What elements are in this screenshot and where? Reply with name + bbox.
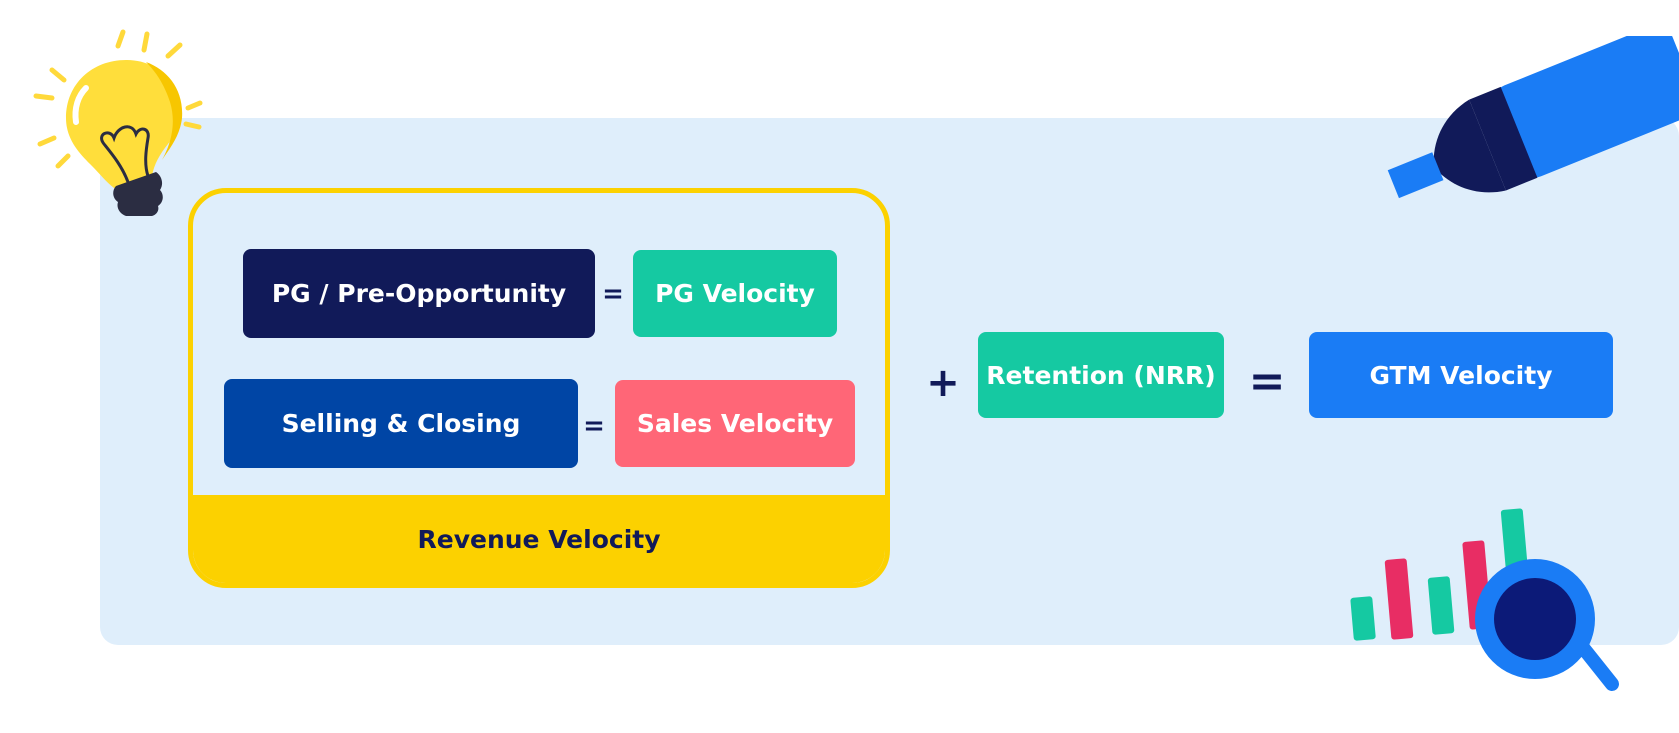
sales-velocity-box: Sales Velocity: [615, 380, 855, 467]
pg-pre-opportunity-box: PG / Pre-Opportunity: [243, 249, 595, 338]
plus-sign: +: [926, 360, 960, 406]
selling-closing-box: Selling & Closing: [224, 379, 578, 468]
lightbulb-icon: [33, 29, 203, 216]
highlighter-marker-icon: [1387, 36, 1679, 199]
pg-velocity-box: PG Velocity: [633, 250, 837, 337]
revenue-velocity-frame: Revenue Velocity: [188, 188, 890, 588]
gtm-velocity-box: GTM Velocity: [1309, 332, 1613, 418]
magnifier-bar-chart-icon: [1350, 508, 1619, 691]
revenue-velocity-label: Revenue Velocity: [193, 495, 885, 583]
equals-sign-row2: =: [583, 411, 605, 441]
equals-sign-total: =: [1248, 355, 1286, 407]
equals-sign-row1: =: [602, 279, 624, 309]
retention-nrr-box: Retention (NRR): [978, 332, 1224, 418]
